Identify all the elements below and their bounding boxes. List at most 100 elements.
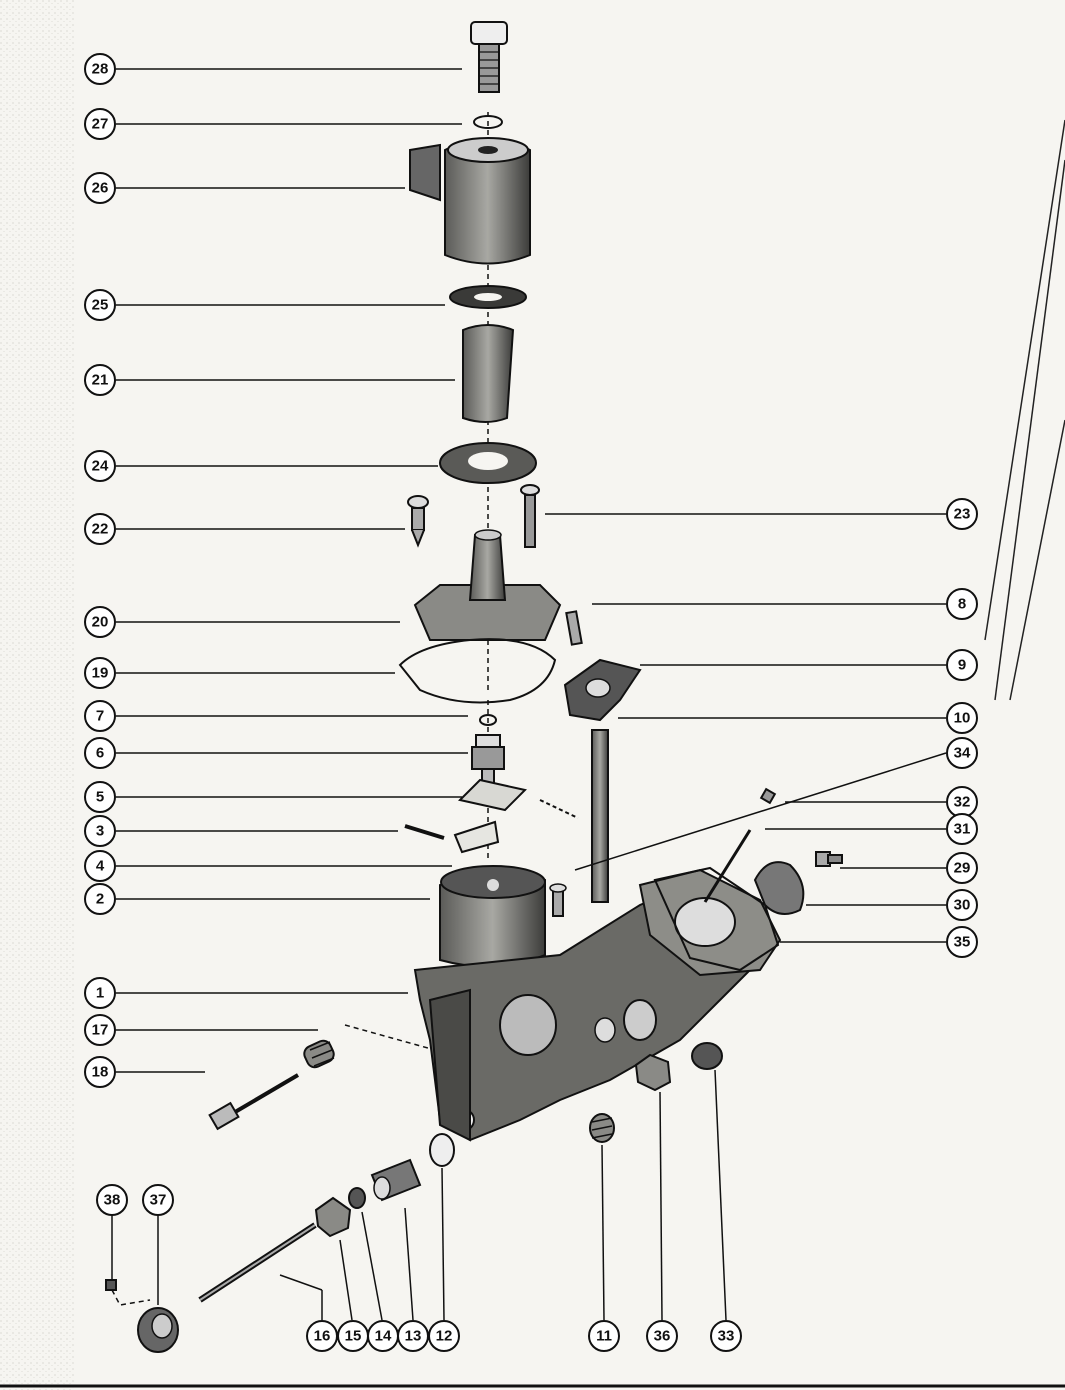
callout-38: 38 <box>96 1184 128 1216</box>
part-29-screw <box>815 851 843 867</box>
callout-34: 34 <box>946 737 978 769</box>
callout-31-label: 31 <box>954 821 971 838</box>
callout-28-label: 28 <box>92 61 109 78</box>
callout-17-label: 17 <box>92 1022 109 1039</box>
callout-7: 7 <box>84 700 116 732</box>
callout-16: 16 <box>306 1320 338 1352</box>
callout-31: 31 <box>946 813 978 845</box>
part-1-carburetor-body <box>413 868 782 1142</box>
callout-1-label: 1 <box>96 985 104 1002</box>
callout-27-label: 27 <box>92 116 109 133</box>
callout-24-label: 24 <box>92 458 109 475</box>
callout-23-label: 23 <box>954 506 971 523</box>
part-28-bolt <box>470 21 508 93</box>
callout-18: 18 <box>84 1056 116 1088</box>
callout-37-label: 37 <box>150 1192 167 1209</box>
part-12-gasket <box>429 1133 455 1167</box>
part-31-needle <box>703 829 752 903</box>
callout-32: 32 <box>946 786 978 818</box>
callout-19: 19 <box>84 657 116 689</box>
part-6-needle-seat <box>471 734 505 788</box>
part-11-spring <box>589 1113 615 1143</box>
part-14-washer <box>348 1187 366 1209</box>
callout-13: 13 <box>397 1320 429 1352</box>
callout-5: 5 <box>84 781 116 813</box>
callout-9-label: 9 <box>958 657 966 674</box>
callout-33-label: 33 <box>718 1328 735 1345</box>
part-30-plug <box>753 861 805 915</box>
part-23-screw <box>520 484 540 548</box>
callout-12-label: 12 <box>436 1328 453 1345</box>
callout-8-label: 8 <box>958 596 966 613</box>
callout-6-label: 6 <box>96 745 104 762</box>
callout-10: 10 <box>946 702 978 734</box>
callout-28: 28 <box>84 53 116 85</box>
part-13-main-jet <box>370 1158 422 1202</box>
part-3-hinge-pin <box>404 824 445 840</box>
callout-4-label: 4 <box>96 858 105 875</box>
callout-38-label: 38 <box>104 1192 121 1209</box>
callout-12: 12 <box>428 1320 460 1352</box>
part-33-plug <box>691 1042 723 1070</box>
callout-33: 33 <box>710 1320 742 1352</box>
callout-6: 6 <box>84 737 116 769</box>
callout-25: 25 <box>84 289 116 321</box>
callout-3-label: 3 <box>96 823 104 840</box>
callout-11: 11 <box>588 1320 620 1352</box>
callout-35: 35 <box>946 926 978 958</box>
part-35-flange-gasket <box>653 866 780 972</box>
callout-2: 2 <box>84 883 116 915</box>
part-9-throttle-lever <box>563 658 642 722</box>
callout-1: 1 <box>84 977 116 1009</box>
callout-14: 14 <box>367 1320 399 1352</box>
part-25-gasket <box>449 285 527 309</box>
part-16-needle <box>198 1222 317 1303</box>
callout-5-label: 5 <box>96 789 104 806</box>
callout-22-label: 22 <box>92 521 109 538</box>
callout-16-label: 16 <box>314 1328 331 1345</box>
part-5-float-arm <box>458 778 579 819</box>
callout-26: 26 <box>84 172 116 204</box>
edge-line-b <box>994 159 1065 701</box>
callout-27: 27 <box>84 108 116 140</box>
part-8-screw <box>565 610 583 646</box>
edge-line-a <box>984 119 1065 641</box>
callout-20: 20 <box>84 606 116 638</box>
callout-14-label: 14 <box>375 1328 392 1345</box>
callout-2-label: 2 <box>96 891 104 908</box>
callout-21-label: 21 <box>92 372 109 389</box>
callout-25-label: 25 <box>92 297 109 314</box>
callout-21: 21 <box>84 364 116 396</box>
callout-23: 23 <box>946 498 978 530</box>
callout-19-label: 19 <box>92 665 109 682</box>
callout-3: 3 <box>84 815 116 847</box>
part-19-gasket <box>398 638 557 704</box>
part-22-screw <box>407 495 429 548</box>
callout-30: 30 <box>946 889 978 921</box>
part-24-gasket <box>439 442 537 484</box>
part-7-washer <box>479 714 497 726</box>
part-38-set-screw <box>105 1279 117 1291</box>
callout-10-label: 10 <box>954 710 971 727</box>
part-4-clip <box>453 820 500 854</box>
callout-17: 17 <box>84 1014 116 1046</box>
callout-37: 37 <box>142 1184 174 1216</box>
part-20-filter-bowl-body <box>413 529 562 641</box>
part-15-packing-nut <box>314 1196 352 1238</box>
callout-15: 15 <box>337 1320 369 1352</box>
callout-18-label: 18 <box>92 1064 109 1081</box>
callout-13-label: 13 <box>405 1328 422 1345</box>
callout-29: 29 <box>946 852 978 884</box>
part-10-throttle-shaft <box>591 729 609 903</box>
callout-15-label: 15 <box>345 1328 362 1345</box>
part-32-spring <box>759 787 777 805</box>
jet-axis <box>344 1024 516 1136</box>
part-18-adjusting-screw <box>208 1073 300 1131</box>
callout-20-label: 20 <box>92 614 109 631</box>
callout-26-label: 26 <box>92 180 109 197</box>
scan-texture-margin <box>0 0 75 1390</box>
callout-36-label: 36 <box>654 1328 671 1345</box>
leader-lines <box>111 68 947 1321</box>
part-2-float <box>439 865 546 968</box>
